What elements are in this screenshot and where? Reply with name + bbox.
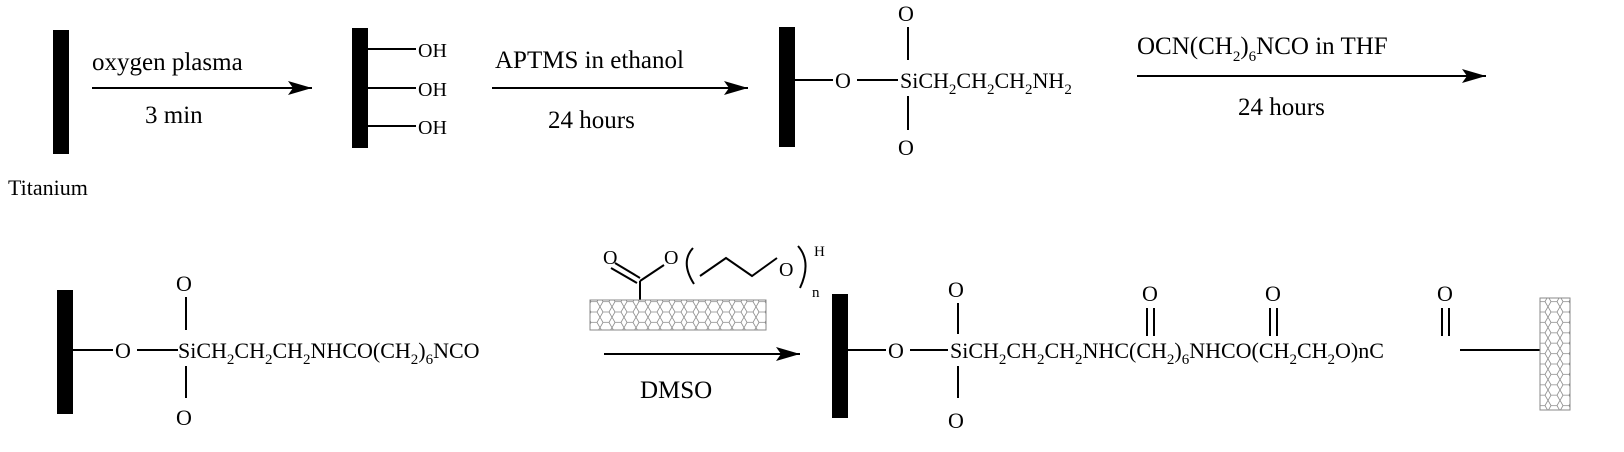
ether-oxygen: O [664, 247, 678, 269]
repeat-n: n [812, 285, 820, 301]
terminal-hydrogen: H [814, 244, 825, 260]
hydroxyl-label: OH [418, 79, 447, 101]
oxygen-bottom: O [898, 135, 914, 160]
isocyanate-structure: O O SiCH2CH2CH2NHCO(CH2)6NCO O [73, 271, 480, 430]
oxygen-top: O [898, 1, 914, 26]
isocyanate-substrate [57, 290, 73, 414]
aptms-substrate [779, 27, 795, 147]
hydroxyl-label: OH [418, 40, 447, 62]
hydroxyl-label: OH [418, 117, 447, 139]
ester-oxygen: O [115, 338, 131, 363]
hydroxylated-substrate [352, 28, 368, 148]
ester-oxygen: O [835, 68, 851, 93]
oxygen-top: O [176, 271, 192, 296]
nanotube-segment [589, 299, 767, 331]
final-chain-formula: SiCH2CH2CH2NHC(CH2)6NHCO(CH2CH2O)nC [950, 338, 1384, 368]
isocyanate-chain-formula: SiCH2CH2CH2NHCO(CH2)6NCO [178, 338, 480, 368]
step4-condition: DMSO [640, 377, 712, 404]
final-substrate [832, 294, 848, 418]
carbonyl-oxygen: O [1437, 281, 1453, 306]
hydroxyl-groups: OH OH OH [368, 40, 447, 139]
step1-condition: 3 min [145, 102, 203, 129]
step2-reagent: APTMS in ethanol [495, 47, 684, 74]
step1-reagent: oxygen plasma [92, 49, 243, 76]
peg-nanotube-reagent: O O O n H [589, 244, 825, 331]
oxygen-bottom: O [176, 405, 192, 430]
aptms-structure: O O SiCH2CH2CH2NH2 O [795, 1, 1072, 160]
step2-condition: 24 hours [548, 107, 635, 134]
nanotube-end [1539, 297, 1571, 411]
oxygen-bottom: O [948, 408, 964, 433]
oxygen-top: O [948, 277, 964, 302]
titanium-substrate [53, 30, 69, 154]
carbonyl-oxygen: O [603, 247, 617, 269]
step3-condition: 24 hours [1238, 94, 1325, 121]
step3-reagent: OCN(CH2)6NCO in THF [1137, 33, 1388, 65]
titanium-label: Titanium [8, 175, 88, 200]
amine-chain-formula: SiCH2CH2CH2NH2 [900, 68, 1072, 98]
ester-oxygen: O [888, 338, 904, 363]
carbonyl-oxygen: O [1142, 281, 1158, 306]
final-product-structure: O O SiCH2CH2CH2NHC(CH2)6NHCO(CH2CH2O)nC … [848, 277, 1571, 433]
terminal-oxygen: O [779, 259, 793, 281]
carbonyl-oxygen: O [1265, 281, 1281, 306]
